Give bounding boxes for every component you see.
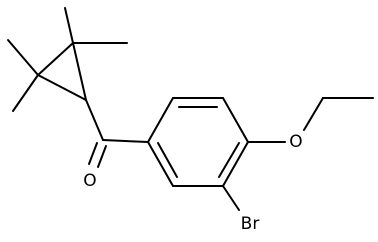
cyclopropane-bond-b — [72, 42, 87, 101]
methyl-bond-3 — [7, 39, 39, 76]
aryl-bromine-bond — [222, 185, 240, 211]
aromatic-bond-1 — [147, 97, 174, 143]
bromine-label: Br — [241, 214, 260, 234]
ring-to-carbonyl-bond — [85, 99, 104, 141]
carbonyl-double-bond-outer — [88, 142, 98, 165]
aromatic-bond-6 — [147, 141, 174, 187]
cyclopropane-bond-a — [37, 42, 74, 76]
carbonyl-to-aryl-bond — [102, 139, 149, 143]
methyl-bond-1 — [64, 7, 74, 44]
aromatic-bond-4 — [222, 141, 249, 187]
aromatic-inner-bond-3 — [157, 142, 178, 178]
carbonyl-double-bond-inner — [97, 145, 107, 168]
cyclopropane-bond-c — [37, 74, 87, 101]
benzene-ring — [147, 97, 249, 187]
aromatic-bond-3 — [222, 97, 249, 143]
oxygen-ethyl-bond — [303, 97, 324, 131]
bromo-substituent: Br — [222, 185, 260, 234]
ether-oxygen-label: O — [289, 132, 302, 152]
ethoxy-substituent: O — [247, 97, 374, 152]
methyl-bond-4 — [12, 74, 39, 112]
tetramethylcyclopropyl-group — [7, 7, 128, 112]
ketone-group: O — [83, 99, 149, 191]
carbonyl-oxygen-label: O — [83, 171, 96, 191]
aromatic-inner-bond-2 — [218, 142, 240, 178]
